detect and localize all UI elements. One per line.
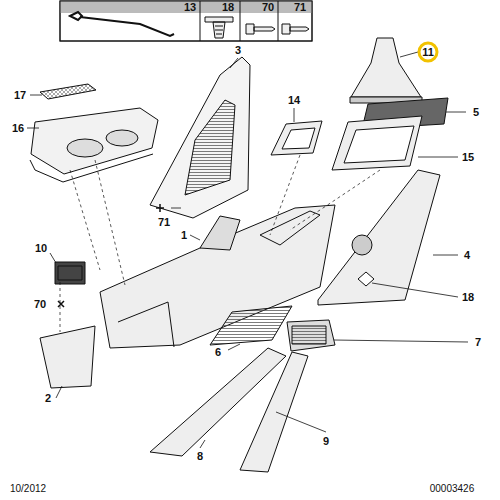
callout-number: 7: [475, 337, 481, 348]
callout-number: 71: [158, 217, 170, 228]
callout-number: 70: [262, 2, 274, 13]
callout-number: 16: [12, 123, 24, 134]
callout-number: 17: [14, 90, 26, 101]
callout-number: 8: [197, 451, 203, 462]
callout-number: 1: [181, 230, 187, 241]
callout-number: 6: [215, 347, 221, 358]
callout-number: 70: [34, 299, 46, 310]
callout-number: 71: [294, 2, 306, 13]
footer-note: 10/2012: [10, 484, 46, 494]
callout-number: 10: [35, 243, 47, 254]
callout-number: 18: [222, 2, 234, 13]
callout-number: 14: [288, 95, 300, 106]
callout-number: 2: [45, 393, 51, 404]
footer-note: 00003426: [430, 484, 475, 494]
callout-number: 18: [462, 292, 474, 303]
callout-number: 5: [473, 107, 479, 118]
callout-number: 15: [462, 152, 474, 163]
callout-number: 11: [422, 47, 434, 58]
callout-number: 9: [323, 436, 329, 447]
callout-number: 3: [235, 45, 241, 56]
callout-number: 4: [464, 250, 470, 261]
callout-number: 13: [184, 2, 196, 13]
